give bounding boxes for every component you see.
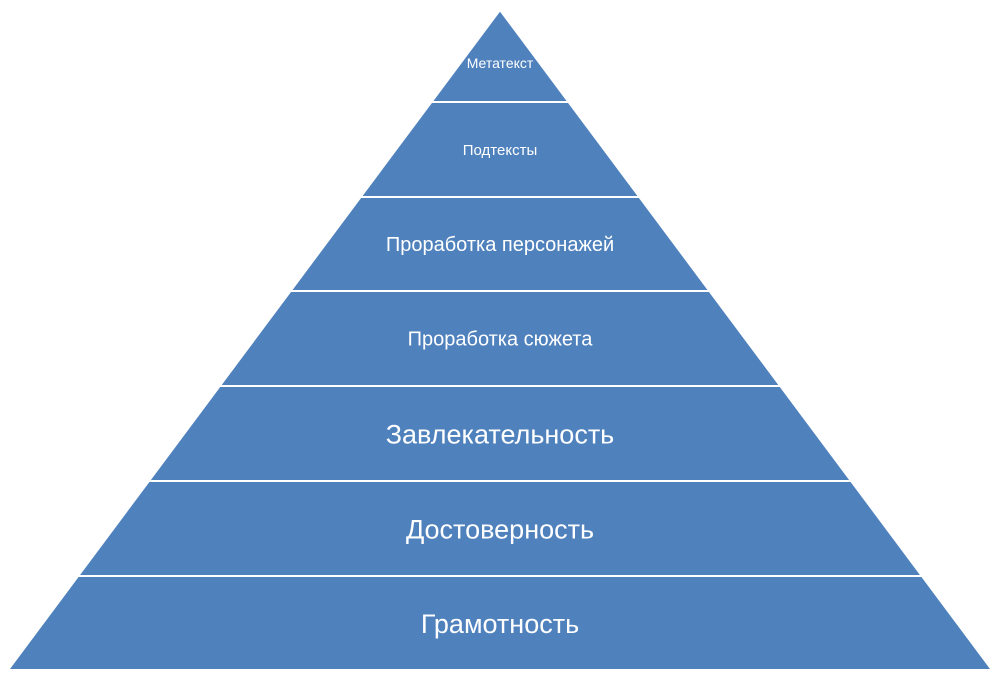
pyramid-level-label-4: Проработка сюжета xyxy=(408,329,594,351)
pyramid-level-label-2: Подтексты xyxy=(463,142,537,159)
pyramid-level-label-5: Завлекательность xyxy=(386,420,615,450)
pyramid-level-label-3: Проработка персонажей xyxy=(386,234,614,256)
pyramid-level-7 xyxy=(6,575,994,671)
pyramid-level-label-6: Достоверность xyxy=(406,515,594,545)
pyramid-level-label-7: Грамотность xyxy=(421,609,579,639)
pyramid-level-label-1: Метатекст xyxy=(467,55,534,71)
pyramid-levels xyxy=(6,8,994,671)
